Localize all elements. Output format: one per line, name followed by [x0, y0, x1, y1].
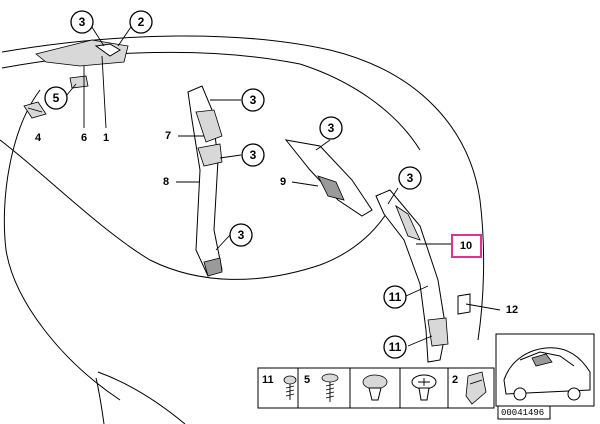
reference-number-box: 00041496	[497, 405, 551, 420]
callout-8-label: 8	[163, 176, 169, 188]
callout-3-top-label: 3	[79, 15, 86, 29]
callout-3-b-pillar-label: 3	[250, 93, 257, 107]
clip-plate-part	[69, 75, 89, 89]
bracket-clip-icon	[465, 371, 487, 405]
callout-3-lower: 3	[229, 223, 253, 247]
callout-11-upper-label: 11	[389, 290, 402, 304]
callout-6-label: 6	[81, 132, 87, 144]
clip-icon	[362, 374, 388, 401]
callout-5: 5	[44, 86, 68, 110]
callout-3-lower-label: 3	[238, 228, 245, 242]
expanding-rivet-icon	[411, 374, 437, 401]
bolt-icon	[321, 373, 339, 402]
legend-num-1: 11	[262, 374, 274, 386]
legend-num-5: 2	[452, 374, 458, 386]
callout-3-rear: 3	[398, 166, 422, 190]
cover-cap-part	[23, 101, 47, 119]
highlight-box	[451, 234, 482, 258]
leader-lines	[65, 23, 501, 347]
callout-3-c-pillar-label: 3	[328, 121, 335, 135]
callout-11-lower-label: 11	[389, 340, 402, 354]
legend-cell-1	[257, 367, 299, 409]
callout-1-label: 1	[103, 132, 109, 144]
b-pillar-trim	[187, 85, 223, 277]
fastener-legend: 11 5 2	[257, 367, 495, 409]
callout-11-upper: 11	[383, 285, 407, 309]
reference-number: 00041496	[501, 408, 544, 418]
rear-pillar-trim	[375, 189, 471, 363]
callout-3-mid-label: 3	[250, 148, 257, 162]
callout-3-c-pillar: 3	[319, 116, 343, 140]
callout-7-label: 7	[165, 130, 171, 142]
c-pillar-trim	[284, 139, 373, 217]
callout-9-label: 9	[280, 176, 286, 188]
car-body-outline	[0, 35, 485, 424]
callout-11-lower: 11	[383, 335, 407, 359]
legend-num-2: 5	[304, 374, 310, 386]
callout-10-label: 10	[460, 240, 472, 252]
screw-icon	[283, 375, 297, 400]
callout-10-highlighted: 10	[451, 234, 482, 258]
callout-3-b-pillar: 3	[241, 88, 265, 112]
callout-5-label: 5	[53, 91, 60, 105]
callout-12-label: 12	[506, 304, 518, 316]
callout-2-top-label: 2	[138, 15, 145, 29]
callout-2-top: 2	[129, 10, 153, 34]
callout-4-label: 4	[35, 132, 42, 144]
callout-3-rear-label: 3	[407, 171, 414, 185]
callout-3-mid: 3	[241, 143, 265, 167]
roof-grab-handle-trim	[35, 39, 129, 67]
car-thumbnail-inset	[495, 333, 595, 407]
callout-3-top: 3	[70, 10, 94, 34]
